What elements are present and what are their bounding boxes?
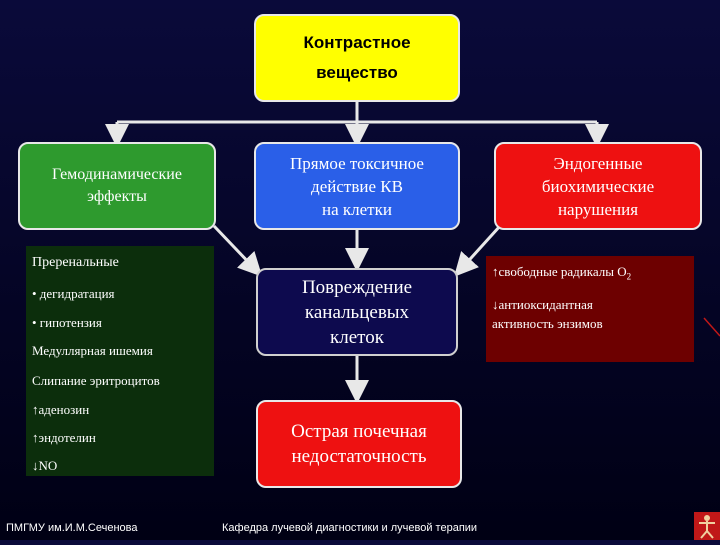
footer-department: Кафедра лучевой диагностики и лучевой те… [222,522,478,534]
direct-toxic-line1: Прямое токсичное [290,153,424,173]
list-item-hypotension: • гипотензия [32,315,102,330]
contrast-agent-line1: Контрастное [303,33,411,52]
free-radicals-text: ↑свободные радикалы O [492,264,627,279]
arrow-left-to-injury [212,224,263,277]
list-item-adenosine: ↑аденозин [32,402,90,417]
renal-failure-line1: Острая почечная [291,421,427,442]
endogenous-line3: нарушения [557,199,639,219]
arrow-right-to-injury [453,224,502,277]
list-item-erythrocyte-adhesion: Слипание эритроцитов [32,373,160,388]
list-item-prerenal: Преренальные [32,255,119,270]
free-radicals-subscript: 2 [626,271,632,282]
tubular-injury-line3: клеток [330,326,384,348]
hemodynamic-list-panel [26,246,214,476]
endogenous-line1: Эндогенные [553,153,643,173]
hemodynamic-line2: эффекты [87,188,147,205]
list-item-no: ↓NO [32,458,58,473]
decorative-red-line [703,317,720,337]
biochemical-list-panel [486,256,694,362]
list-item-medullary-ischemia: Медуллярная ишемия [32,343,153,358]
direct-toxic-line2: действие КВ [311,176,403,196]
list-item-enzyme-activity: активность энзимов [492,316,603,331]
contrast-agent-line2: вещество [316,63,398,82]
hemodynamic-effects-box: Гемодинамические эффекты [18,142,216,230]
list-item-endothelin: ↑эндотелин [32,430,96,445]
acute-renal-failure-box: Острая почечная недостаточность [256,400,462,488]
hemodynamic-line1: Гемодинамические [52,166,182,183]
tubular-injury-line2: канальцевых [304,301,410,323]
tubular-injury-box: Повреждение канальцевых клеток [256,268,458,356]
contrast-agent-box: Контрастное вещество [254,14,460,102]
list-item-free-radicals: ↑свободные радикалы O2 [492,264,631,282]
tubular-injury-line1: Повреждение [301,276,413,298]
university-logo [694,512,720,540]
footer-institution: ПМГМУ им.И.М.Сеченова [6,522,138,534]
direct-toxic-line3: на клетки [322,199,392,219]
renal-failure-line2: недостаточность [291,446,427,467]
figure-icon [699,515,715,539]
endogenous-line2: биохимические [541,176,655,196]
list-item-dehydration: • дегидратация [32,286,115,301]
endogenous-disorders-box: Эндогенные биохимические нарушения [494,142,702,230]
direct-toxic-action-box: Прямое токсичное действие КВ на клетки [254,142,460,230]
list-item-antioxidant: ↓антиоксидантная [492,297,593,312]
